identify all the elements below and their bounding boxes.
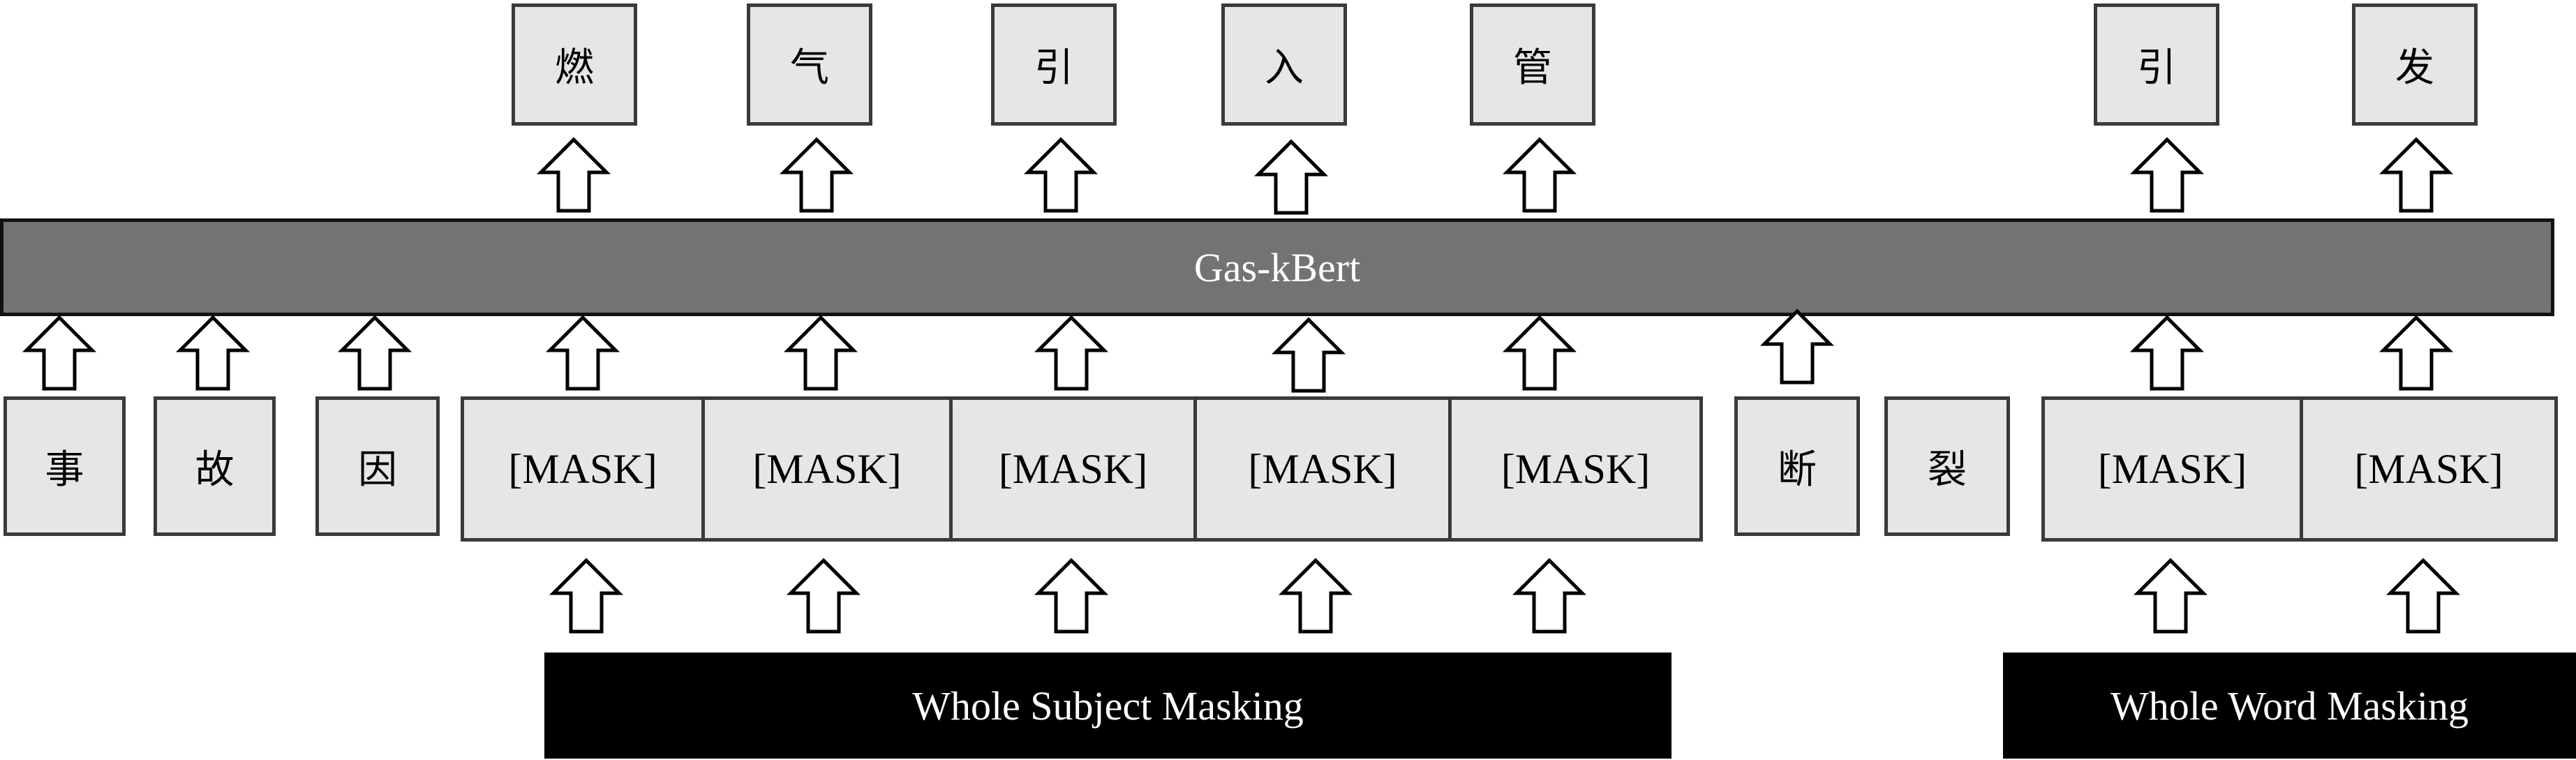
input-token: 裂 [1884,396,2010,536]
input-token: 故 [154,396,276,536]
mask-token: [MASK] [461,396,705,542]
up-arrow-icon [1271,317,1346,393]
up-arrow-icon [2385,558,2461,634]
output-token: 燃 [512,3,637,126]
up-arrow-icon [1034,558,1109,634]
output-token: 引 [991,3,1117,126]
up-arrow-icon [549,558,624,634]
up-arrow-icon [786,558,861,634]
up-arrow-icon [779,137,854,213]
output-token: 发 [2352,3,2478,126]
up-arrow-icon [1512,558,1587,634]
up-arrow-icon [1759,308,1835,385]
up-arrow-icon [1253,139,1329,215]
whole-subject-masking-label: Whole Subject Masking [544,653,1672,759]
input-token: 因 [315,396,440,536]
output-token: 引 [2094,3,2219,126]
up-arrow-icon [1278,558,1353,634]
mask-token: [MASK] [1193,396,1452,542]
output-token: 气 [747,3,872,126]
output-token: 管 [1470,3,1595,126]
up-arrow-icon [1502,137,1577,213]
output-token: 入 [1221,3,1347,126]
up-arrow-icon [545,315,620,391]
up-arrow-icon [175,315,251,391]
input-token: 断 [1734,396,1860,536]
mask-token: [MASK] [2300,396,2558,542]
up-arrow-icon [2378,137,2454,213]
up-arrow-icon [783,315,858,391]
up-arrow-icon [1034,315,1109,391]
mask-token: [MASK] [2041,396,2303,542]
mask-token: [MASK] [949,396,1197,542]
up-arrow-icon [2378,315,2454,391]
input-token: 事 [3,396,126,536]
up-arrow-icon [337,315,412,391]
up-arrow-icon [22,315,97,391]
up-arrow-icon [2129,315,2205,391]
up-arrow-icon [2133,558,2208,634]
up-arrow-icon [2129,137,2205,213]
mask-token: [MASK] [701,396,953,542]
up-arrow-icon [1023,137,1099,213]
whole-word-masking-label: Whole Word Masking [2003,653,2576,759]
up-arrow-icon [1502,315,1577,391]
mask-token: [MASK] [1448,396,1703,542]
model-bar: Gas-kBert [0,218,2554,316]
up-arrow-icon [536,137,611,213]
